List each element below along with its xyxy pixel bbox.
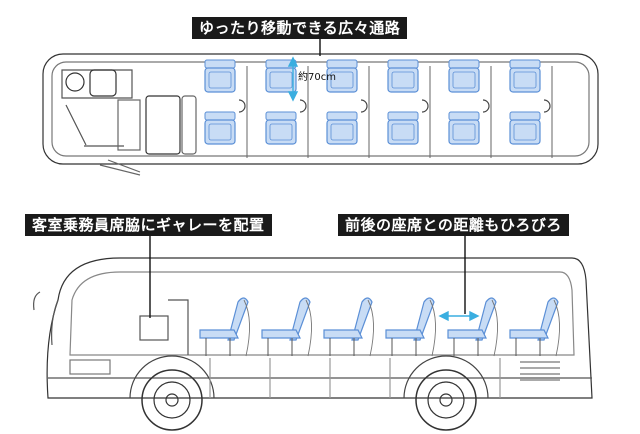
side-seat	[509, 297, 560, 357]
seat	[387, 111, 419, 145]
aisle-label: ゆったり移動できる広々通路	[192, 17, 408, 39]
seat	[387, 59, 419, 93]
seat	[509, 59, 541, 93]
crew-seat-side	[139, 315, 169, 341]
seat	[448, 59, 480, 93]
aisle-width-value: 約70cm	[298, 72, 336, 83]
seat	[509, 111, 541, 145]
seat-pitch-arrow	[438, 310, 480, 322]
plan-seat-row	[387, 59, 431, 158]
crew-seat	[145, 95, 181, 155]
seat	[204, 59, 236, 93]
side-seat-rows	[199, 297, 560, 357]
aisle-width-arrow	[287, 56, 299, 102]
plan-seat-rows	[204, 59, 553, 158]
seat	[326, 111, 358, 145]
side-seat	[199, 297, 250, 357]
steering-wheel-icon	[65, 72, 85, 92]
seat	[265, 111, 297, 145]
plan-seat-row	[448, 59, 492, 158]
plan-seat-row	[204, 59, 248, 158]
crew-seat-label: 客室乗務員席脇にギャレーを配置	[25, 214, 272, 236]
seat	[326, 59, 358, 93]
front-wheel	[141, 369, 203, 431]
seat	[448, 111, 480, 145]
plan-seat-row	[509, 59, 553, 158]
bus-side-view	[33, 257, 593, 431]
driver-seat	[89, 69, 117, 97]
seat-pitch-label: 前後の座席との距離もひろびろ	[338, 214, 569, 236]
plan-seat-row	[326, 59, 370, 158]
side-seat	[323, 297, 374, 357]
side-seat	[385, 297, 436, 357]
rear-wheel	[415, 369, 477, 431]
side-seat	[261, 297, 312, 357]
side-body-outline	[46, 257, 593, 399]
side-seat	[447, 297, 498, 357]
seat	[204, 111, 236, 145]
